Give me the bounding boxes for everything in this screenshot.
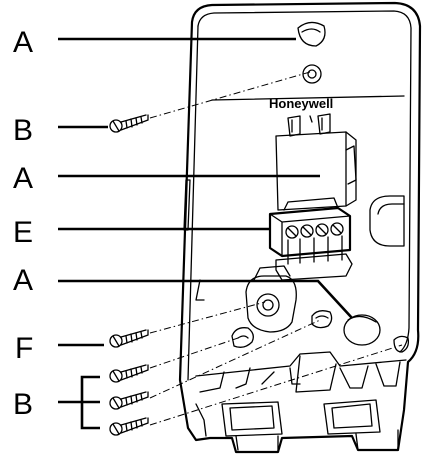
callout-a-mid: A	[13, 162, 33, 195]
terminal-block	[268, 197, 353, 281]
leader-a-low	[58, 279, 353, 319]
callout-b-top: B	[13, 114, 33, 147]
callout-a-low: A	[13, 264, 33, 297]
screw-b3	[109, 417, 149, 436]
screw-axes	[149, 71, 403, 426]
callout-e: E	[13, 216, 33, 249]
callout-b-bottom: B	[13, 388, 33, 421]
brand-logo: Honeywell	[269, 96, 333, 111]
leader-lines	[58, 37, 353, 430]
screw-f	[109, 329, 149, 348]
screw-b1	[109, 364, 149, 383]
screw-top	[109, 114, 149, 133]
callout-a-top: A	[13, 26, 33, 59]
callout-f: F	[15, 332, 33, 365]
screw-b2	[109, 391, 149, 410]
base-plate: Honeywell	[178, 1, 422, 454]
